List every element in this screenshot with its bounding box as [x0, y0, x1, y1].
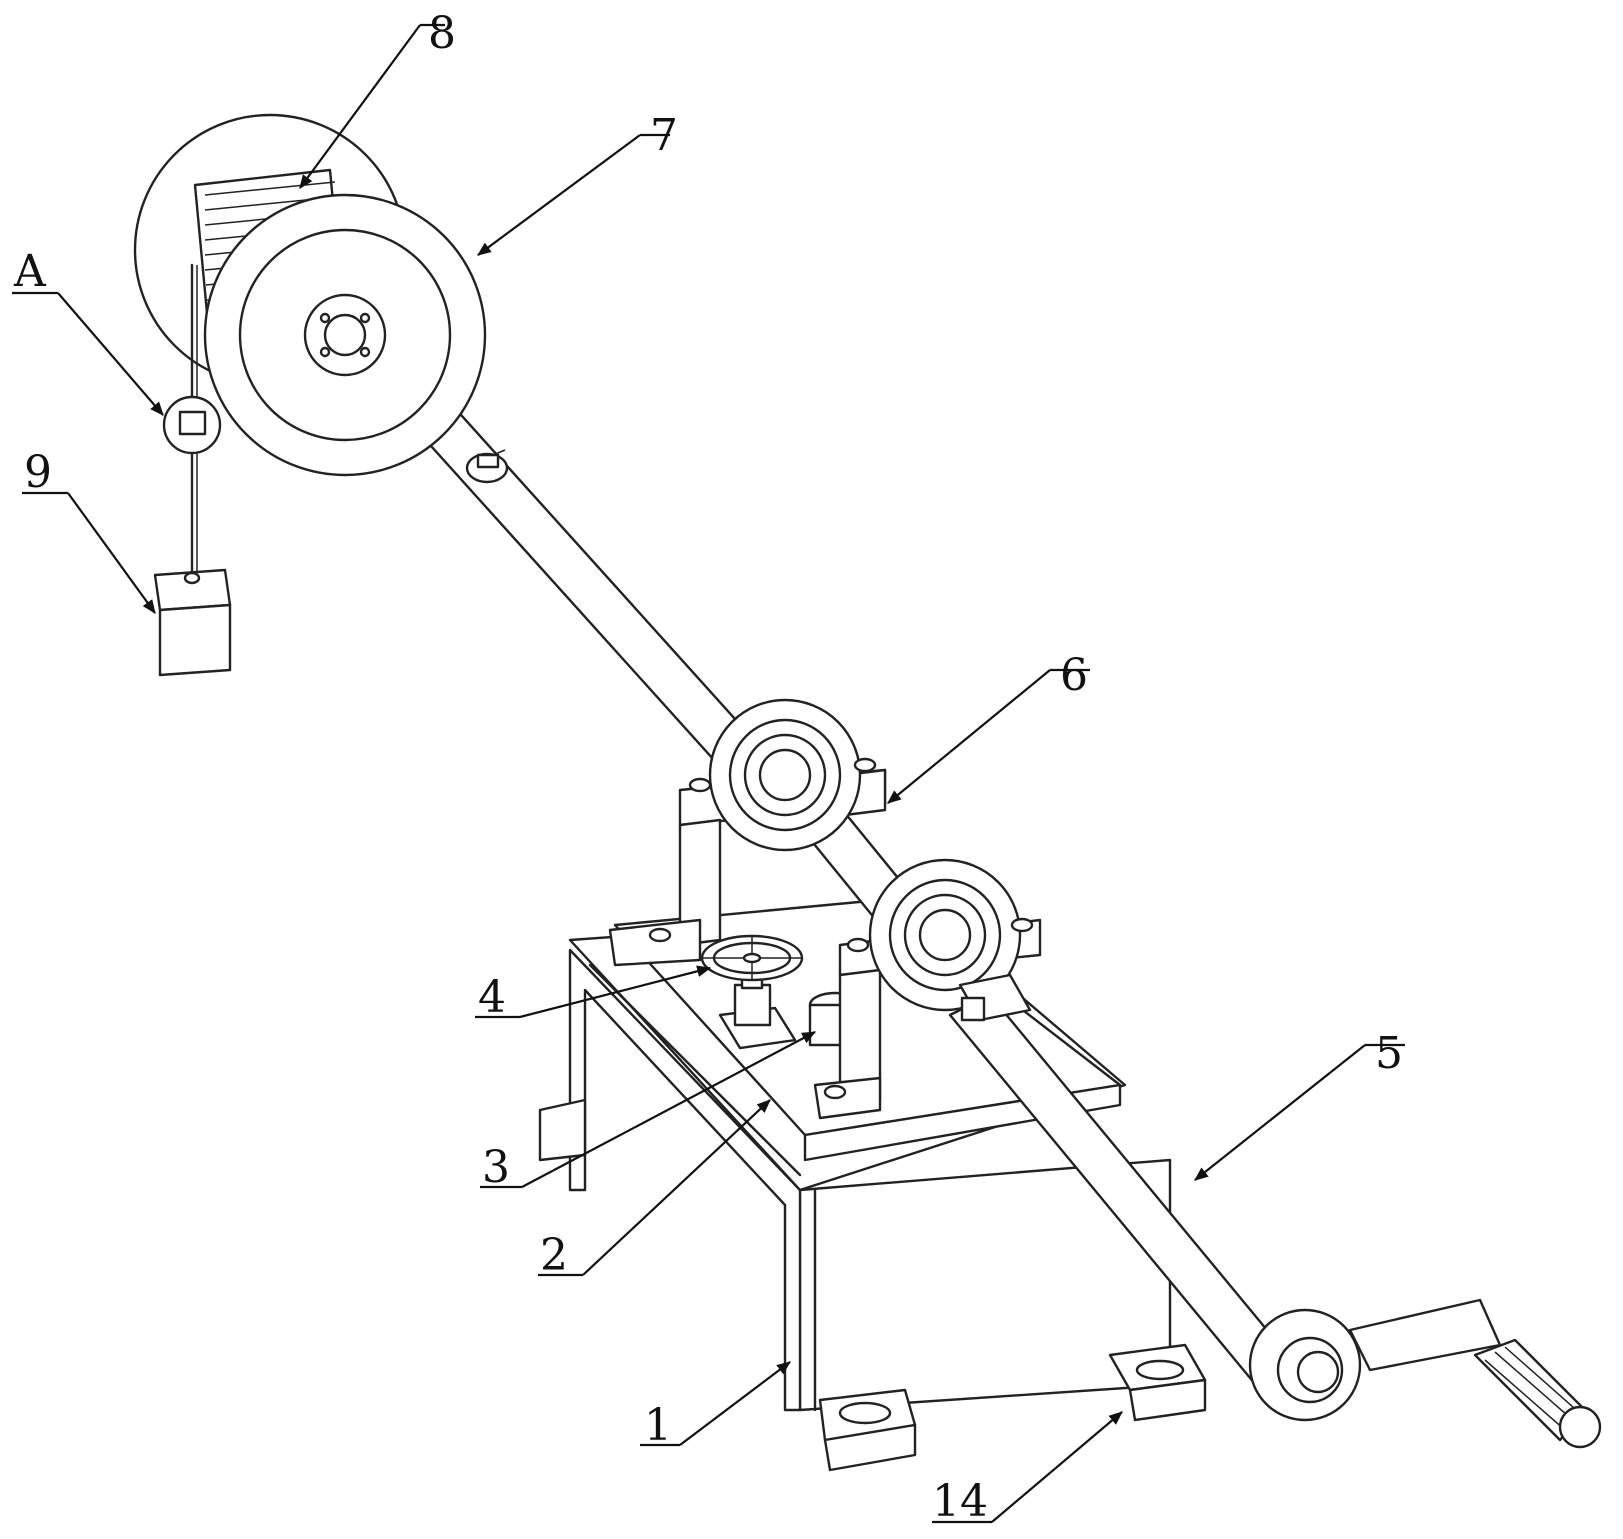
- callout-6: 6: [887, 650, 1090, 804]
- counterweight: [153, 568, 232, 677]
- hanging-cable: [162, 263, 222, 582]
- mounting-foot-rear: [1108, 1343, 1207, 1422]
- crank-handle: [1248, 1298, 1602, 1449]
- callout-4: 4: [475, 965, 712, 1023]
- callout-label-4: 4: [478, 972, 506, 1023]
- bearing-block-lower: [813, 858, 1042, 1120]
- cable-drum: [133, 113, 487, 477]
- mounting-foot-front: [818, 1388, 917, 1472]
- callout-label-5: 5: [1375, 1028, 1403, 1079]
- bearing-block-upper: [608, 698, 887, 967]
- callout-label-7: 7: [650, 110, 678, 161]
- callout-label-14: 14: [932, 1476, 988, 1527]
- callout-14: 14: [932, 1411, 1123, 1527]
- callout-label-1: 1: [644, 1400, 672, 1451]
- callout-label-A: A: [13, 246, 47, 297]
- callout-8: 8: [299, 8, 456, 189]
- callout-2: 2: [538, 1099, 771, 1281]
- callout-label-6: 6: [1060, 650, 1088, 701]
- callout-label-2: 2: [540, 1230, 568, 1281]
- callout-1: 1: [640, 1361, 791, 1451]
- callout-9: 9: [22, 447, 156, 614]
- callout-3: 3: [480, 1031, 817, 1193]
- callout-label-8: 8: [428, 8, 456, 59]
- callout-5: 5: [1194, 1028, 1405, 1181]
- callout-7: 7: [477, 110, 678, 256]
- callout-label-3: 3: [482, 1142, 510, 1193]
- callout-label-9: 9: [24, 447, 52, 498]
- handwheel-valve: [700, 934, 804, 1050]
- callout-A: A: [12, 246, 164, 416]
